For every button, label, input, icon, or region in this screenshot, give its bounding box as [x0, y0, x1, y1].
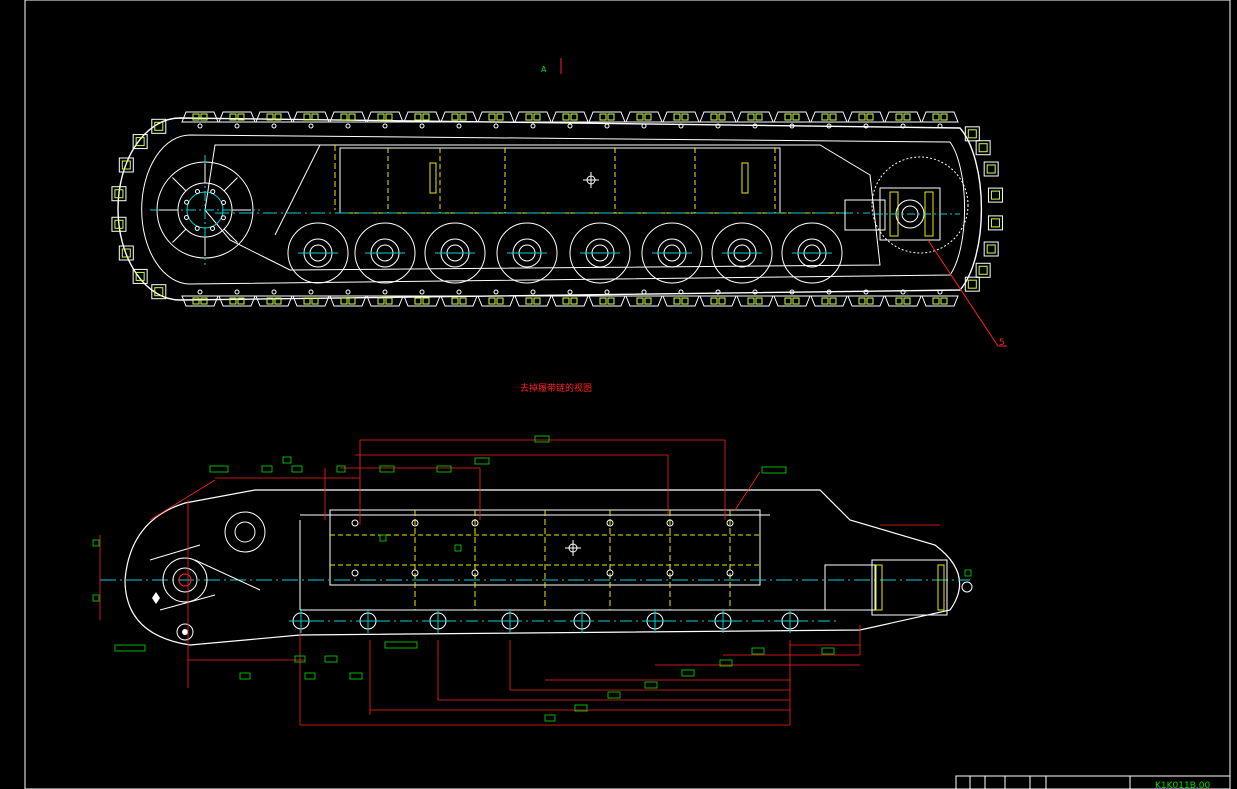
sprocket-hub — [149, 511, 266, 641]
sheet-border — [24, 0, 1231, 789]
view-marker-label: A — [541, 65, 547, 74]
center-mark — [583, 172, 599, 188]
track-rollers — [289, 609, 802, 633]
balloon-number-label: 5 — [999, 338, 1005, 348]
dimension-values — [92, 435, 972, 722]
track-chain-outer — [117, 117, 983, 301]
track-shoes-ends — [111, 118, 1003, 300]
tension-cylinder — [824, 559, 973, 616]
road-wheels — [287, 222, 843, 284]
crawler-frame-view — [92, 435, 973, 726]
idler-assembly — [844, 156, 969, 254]
drive-sprocket — [150, 155, 260, 265]
view-caption: 去掉履带链的视图 — [520, 382, 592, 394]
drawing-number: K1K011B.00 — [1155, 781, 1210, 789]
track-shoes-bottom — [181, 289, 959, 307]
track-shoes-top — [181, 111, 959, 129]
crawler-top-view: A — [111, 58, 1007, 348]
title-block: K1K011B.00 — [955, 775, 1231, 789]
dimension-lines — [99, 439, 940, 726]
frame-outline — [124, 489, 961, 646]
balloon-leader — [927, 239, 999, 347]
track-frame — [204, 144, 881, 271]
